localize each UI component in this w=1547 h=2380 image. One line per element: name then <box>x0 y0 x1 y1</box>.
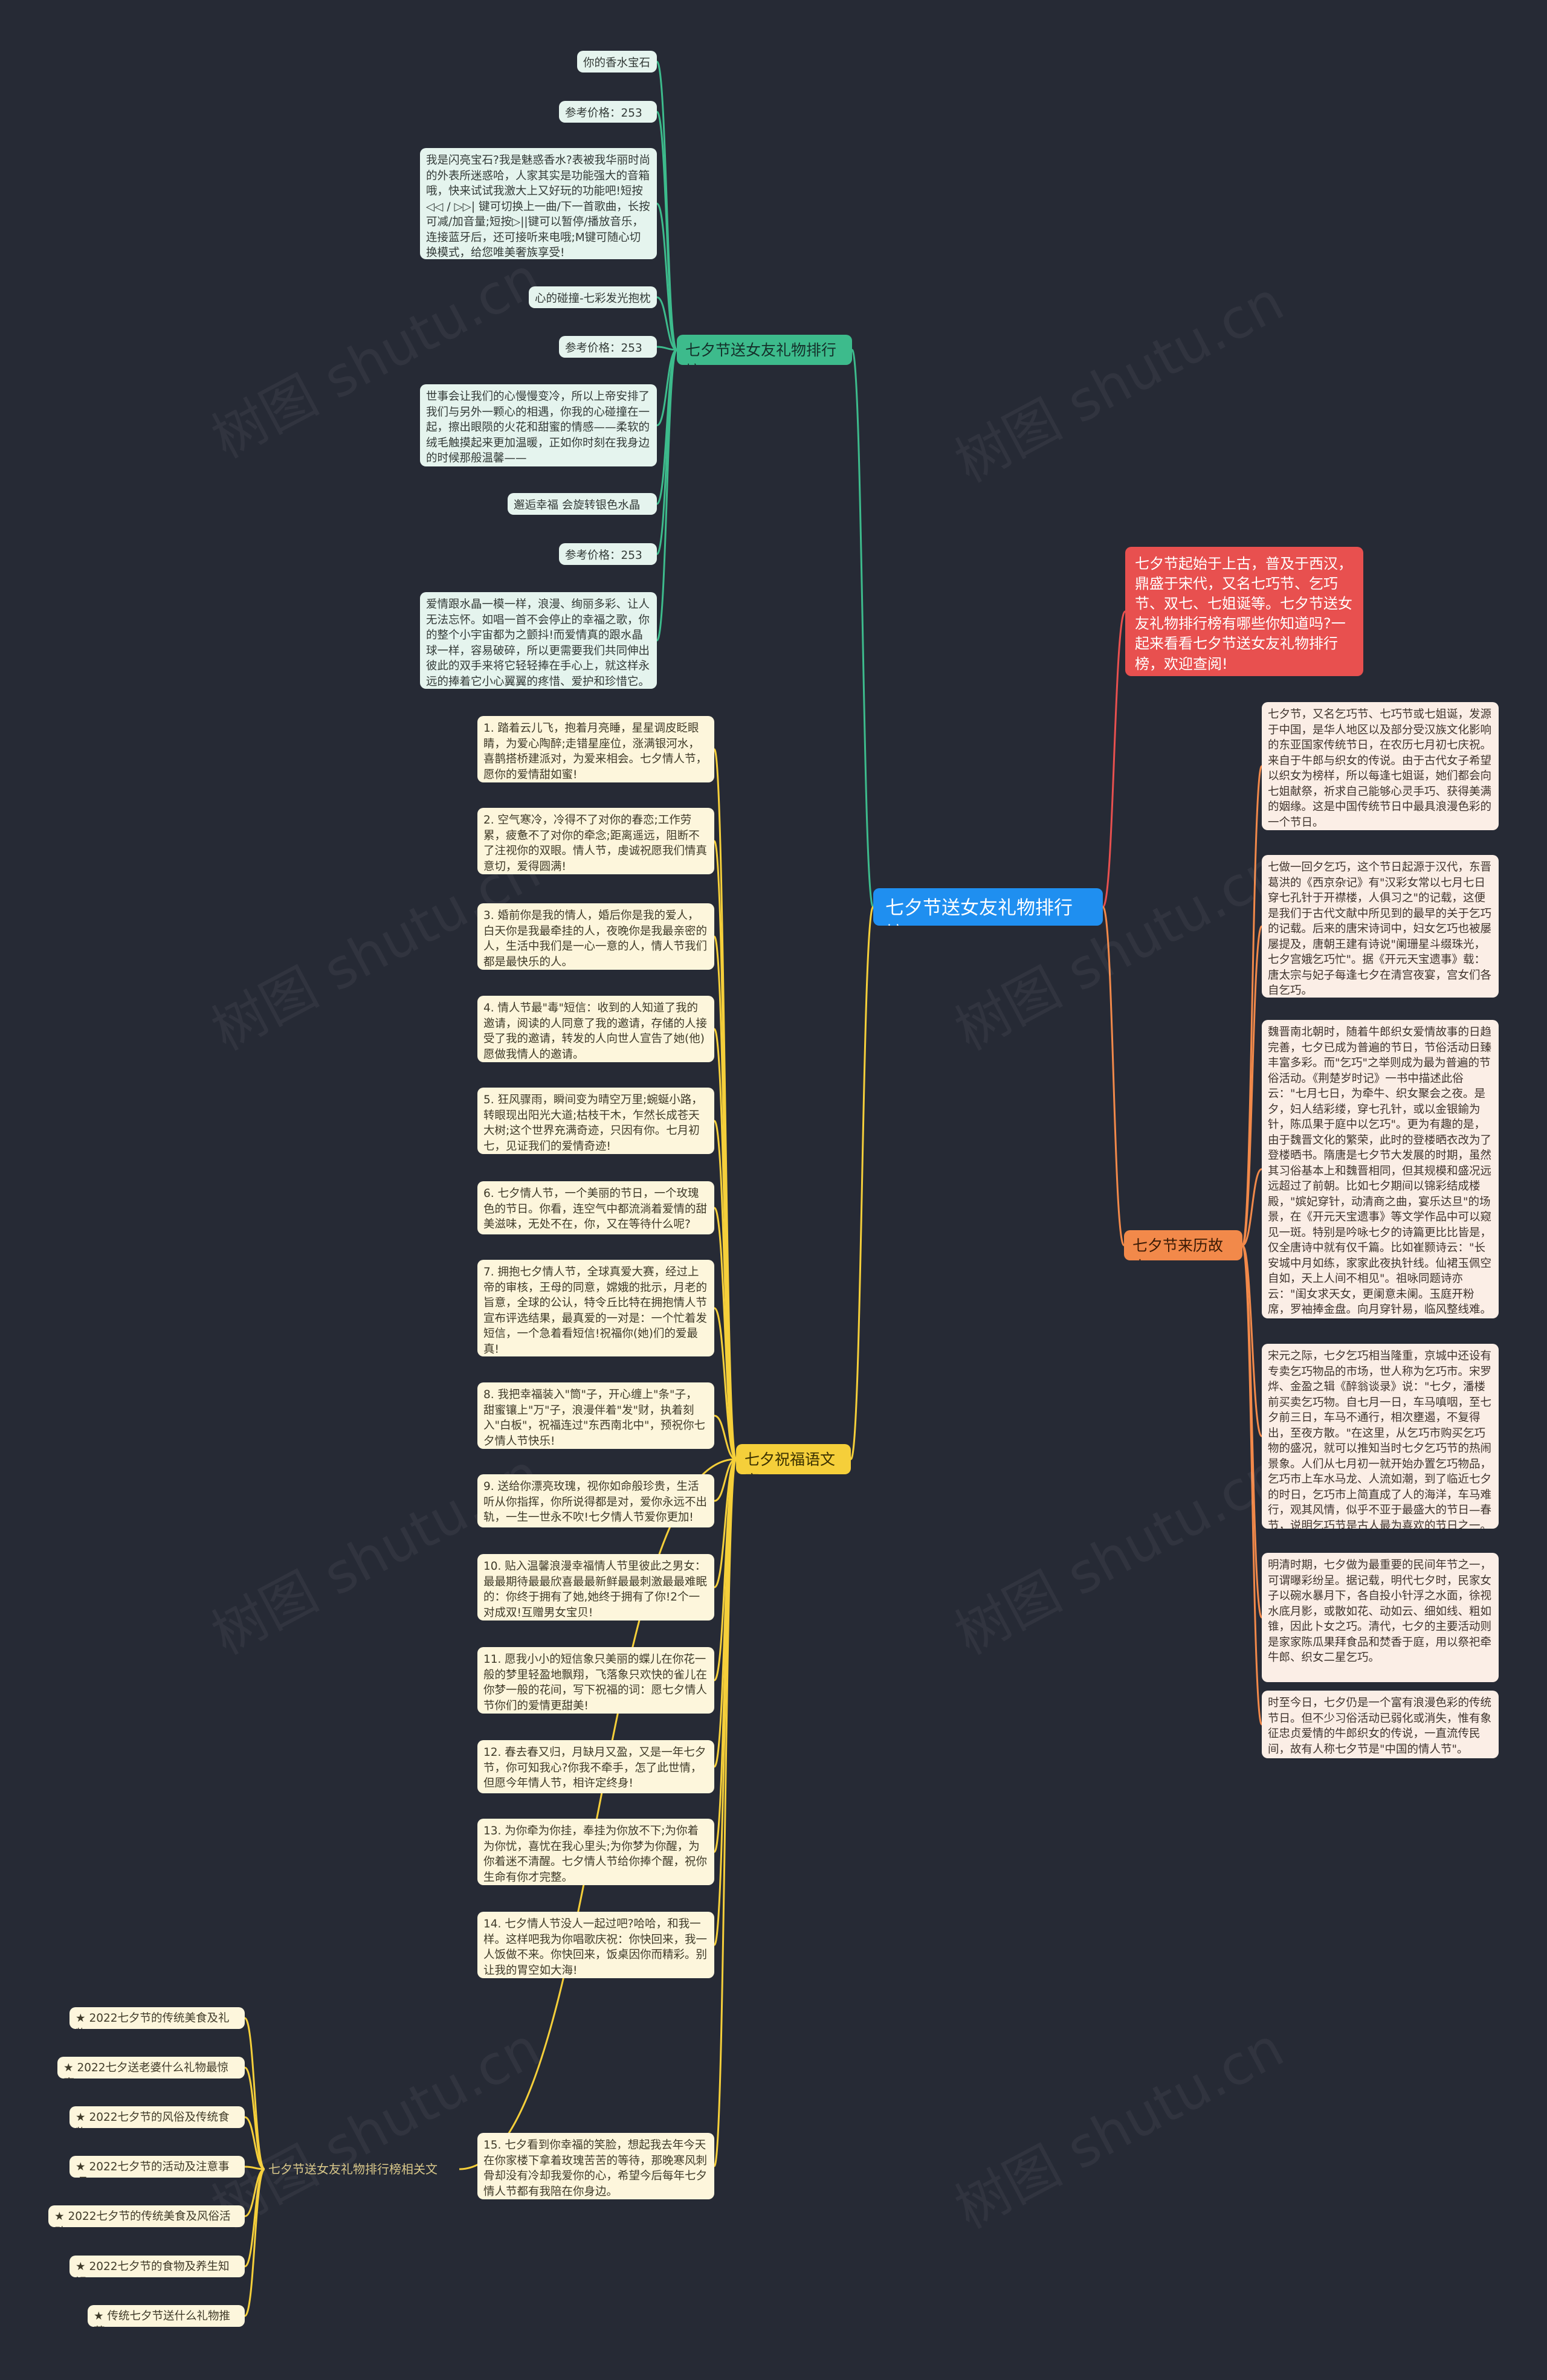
connector <box>1241 925 1263 1246</box>
wish-item[interactable]: 1. 踏着云儿飞，抱着月亮睡，星星调皮眨眼睛，为爱心陶醉;走错星座位，涨满银河水… <box>477 716 714 782</box>
gift-item[interactable]: 我是闪亮宝石?我是魅惑香水?表被我华丽时尚的外表所迷惑哈，人家其实是功能强大的音… <box>420 148 657 259</box>
connector <box>1242 1168 1262 1246</box>
wish-item[interactable]: 9. 送给你漂亮玫瑰，视你如命般珍贵，生活听从你指挥，你所说得都是对，爱你永远不… <box>477 1474 714 1527</box>
gift-item[interactable]: 邂逅幸福 会旋转银色水晶球 <box>508 493 657 515</box>
connector <box>656 349 678 642</box>
connector <box>1102 610 1126 908</box>
wish-item[interactable]: 8. 我把幸福装入"筒"子，开心缠上"条"子，甜蜜镶上"万"子，浪漫伴着"发"财… <box>477 1382 714 1449</box>
wish-item[interactable]: 11. 愿我小小的短信象只美丽的蝶儿在你花一般的梦里轻盈地飘翔，飞落象只欢快的雀… <box>477 1647 714 1714</box>
connector <box>244 2066 265 2170</box>
related-link[interactable]: ★ 2022七夕节的传统美食及礼物 <box>69 2007 245 2029</box>
branch-gifts[interactable]: 七夕节送女友礼物排行榜 <box>677 335 852 365</box>
related-link[interactable]: ★ 2022七夕节的食物及养生知识 <box>69 2256 245 2277</box>
wish-item[interactable]: 4. 情人节最"毒"短信：收到的人知道了我的邀请，阅读的人同意了我的邀请，存储的… <box>477 996 714 1062</box>
wish-item[interactable]: 14. 七夕情人节没人一起过吧?哈哈，和我一样。这样吧我为你唱歌庆祝：你快回来，… <box>477 1912 714 1978</box>
related-link[interactable]: ★ 传统七夕节送什么礼物推荐 <box>88 2305 245 2327</box>
gift-item[interactable]: 心的碰撞-七彩发光抱枕 <box>529 286 657 308</box>
connector <box>714 1458 737 1502</box>
story-item[interactable]: 明清时期，七夕做为最重要的民间年节之一，可谓曝彩纷呈。据记载，明代七夕时，民家女… <box>1262 1553 1499 1682</box>
connector <box>244 2116 265 2170</box>
connector <box>656 349 678 555</box>
story-item[interactable]: 时至今日，七夕仍是一个富有浪漫色彩的传统节日。但不少习俗活动已弱化或消失，惟有象… <box>1262 1691 1499 1758</box>
branch-related-articles[interactable]: 七夕节送女友礼物排行榜相关文章： <box>268 2162 438 2179</box>
gift-item[interactable]: 参考价格：253元 <box>559 543 657 565</box>
wish-item[interactable]: 2. 空气寒冷，冷得不了对你的春恋;工作劳累，疲惫不了对你的牵念;距离遥远，阻断… <box>477 808 714 874</box>
related-link[interactable]: ★ 2022七夕节的风俗及传统食物 <box>69 2106 245 2128</box>
gift-item[interactable]: 爱情跟水晶一模一样，浪漫、绚丽多彩、让人无法忘怀。如唱一首不会停止的幸福之歌，你… <box>420 592 657 689</box>
connector <box>713 1307 737 1460</box>
connector <box>850 906 874 1460</box>
connector <box>1102 906 1125 1246</box>
connector <box>713 840 737 1460</box>
branch-wishes[interactable]: 七夕祝福语文案 <box>736 1444 851 1474</box>
wish-item[interactable]: 10. 贴入温馨浪漫幸福情人节里彼此之男女：最最期待最最欣喜最最新鲜最最刺激最最… <box>477 1554 714 1621</box>
wish-item[interactable]: 6. 七夕情人节，一个美丽的节日，一个玫瑰色的节日。你看，连空气中都流淌着爱情的… <box>477 1181 714 1234</box>
story-item[interactable]: 魏晋南北朝时，随着牛郎织女爱情故事的日趋完善，七夕已成为普遍的节日，节俗活动日臻… <box>1262 1020 1499 1318</box>
related-link[interactable]: ★ 2022七夕送老婆什么礼物最惊喜 <box>57 2057 245 2078</box>
connector <box>1241 1244 1263 1726</box>
wish-item[interactable]: 7. 拥抱七夕情人节，全球真爱大赛，经过上帝的审核，王母的同意，嫦娥的批示，月老… <box>477 1260 714 1356</box>
connector <box>656 346 677 351</box>
connector <box>851 349 874 908</box>
connector <box>656 60 678 351</box>
connector <box>713 1207 737 1460</box>
intro-note[interactable]: 七夕节起始于上古，普及于西汉，鼎盛于宋代，又名七巧节、乞巧节、双七、七姐诞等。七… <box>1125 547 1363 676</box>
story-item[interactable]: 七夕节，又名乞巧节、七巧节或七姐诞，发源于中国，是华人地区以及部分受汉族文化影响… <box>1262 702 1499 830</box>
related-link[interactable]: ★ 2022七夕节的传统美食及风俗活动 <box>48 2205 245 2227</box>
wish-item[interactable]: 15. 七夕看到你幸福的笑脸，想起我去年今天在你家楼下拿着玫瑰苦苦的等待，那晚寒… <box>477 2133 714 2199</box>
gift-item[interactable]: 世事会让我们的心慢慢变冷，所以上帝安排了我们与另外一颗心的相遇，你我的心碰撞在一… <box>420 384 657 466</box>
connector <box>713 1458 737 2167</box>
gift-item[interactable]: 参考价格：253元 <box>559 336 657 358</box>
story-item[interactable]: 宋元之际，七夕乞巧相当隆重，京城中还设有专卖乞巧物品的市场，世人称为乞巧市。宋罗… <box>1262 1344 1499 1529</box>
connector <box>656 202 678 351</box>
wish-item[interactable]: 3. 婚前你是我的情人，婚后你是我的爱人，白天你是我最牵挂的人，夜晚你是我最亲密… <box>477 903 714 970</box>
gift-item[interactable]: 参考价格：253元 <box>559 101 657 123</box>
connector <box>244 2168 266 2317</box>
root-topic[interactable]: 七夕节送女友礼物排行榜 <box>873 888 1103 926</box>
branch-story[interactable]: 七夕节来历故事 <box>1124 1230 1242 1260</box>
related-link[interactable]: ★ 2022七夕节的活动及注意事项 <box>69 2156 245 2178</box>
wish-item[interactable]: 13. 为你牵为你挂，奉挂为你放不下;为你着为你忧，喜忧在我心里头;为你梦为你醒… <box>477 1819 714 1885</box>
gift-item[interactable]: 你的香水宝石 <box>577 51 657 73</box>
connector <box>714 1414 737 1460</box>
wish-item[interactable]: 5. 狂风骤雨，瞬间变为晴空万里;蜿蜒小路，转眼现出阳光大道;枯枝干木，乍然长成… <box>477 1088 714 1154</box>
connector <box>656 111 678 351</box>
wish-item[interactable]: 12. 春去春又归，月缺月又盈，又是一年七夕节，你可知我心?你我不牵手，怎了此世… <box>477 1740 714 1793</box>
story-item[interactable]: 七做一回夕乞巧，这个节日起源于汉代，东晋葛洪的《西京杂记》有"汉彩女常以七月七日… <box>1262 855 1499 998</box>
connector <box>656 296 677 351</box>
